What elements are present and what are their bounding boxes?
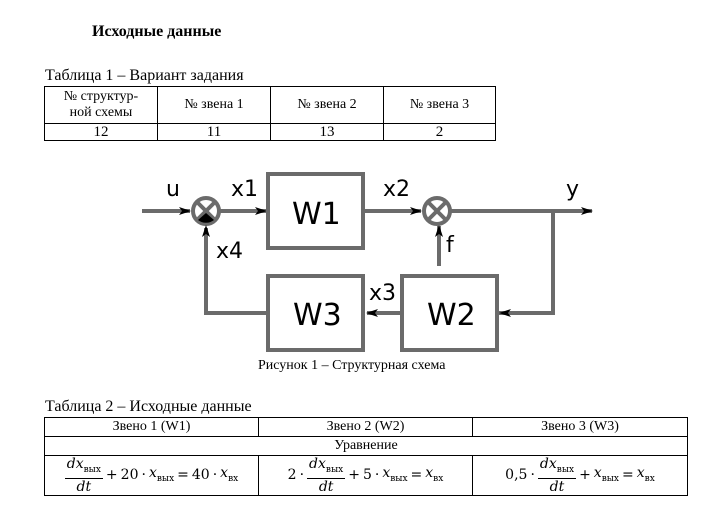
label-x1: x1: [231, 177, 258, 202]
table1-caption: Таблица 1 – Вариант задания: [45, 67, 244, 84]
header-link3: Звено 3 (W3): [472, 417, 688, 437]
block-w3-label: W3: [293, 298, 342, 333]
subheader-equation: Уравнение: [44, 436, 688, 456]
block-w1: [266, 172, 365, 250]
label-y: y: [566, 177, 579, 202]
table-header-row: Звено 1 (W1) Звено 2 (W2) Звено 3 (W3): [44, 417, 688, 437]
value-link1: 11: [157, 123, 271, 141]
table2-caption: Таблица 2 – Исходные данные: [45, 398, 252, 415]
summing-junction-1: [191, 196, 221, 226]
table-subheader-row: Уравнение: [44, 436, 688, 456]
label-u: u: [166, 177, 180, 202]
header-link1: № звена 1: [157, 86, 271, 124]
table-row: 12 11 13 2: [44, 123, 496, 141]
header-link3: № звена 3: [383, 86, 496, 124]
header-link1: Звено 1 (W1): [44, 417, 259, 437]
value-link2: 13: [270, 123, 384, 141]
header-line: ной схемы: [69, 105, 133, 120]
table-header-row: № структур- ной схемы № звена 1 № звена …: [44, 86, 496, 124]
label-x4: x4: [216, 239, 243, 264]
summing-junction-2: [422, 196, 452, 226]
header-link2: Звено 2 (W2): [258, 417, 473, 437]
block-diagram: W1 W2 W3 u x1 x2 y f x4 x3: [142, 172, 593, 352]
block-w2-label: W2: [427, 298, 476, 333]
value-link3: 2: [383, 123, 496, 141]
header-link2: № звена 2: [270, 86, 384, 124]
block-w1-label: W1: [292, 197, 341, 232]
label-x3: x3: [369, 281, 396, 306]
header-line: № структур-: [63, 89, 139, 104]
header-scheme-number: № структур- ной схемы: [44, 86, 158, 124]
x4-line: [204, 228, 268, 315]
page-heading: Исходные данные: [92, 23, 222, 40]
figure-caption: Рисунок 1 – Структурная схема: [258, 358, 446, 373]
value-scheme-number: 12: [44, 123, 158, 141]
label-x2: x2: [383, 177, 410, 202]
source-data-table: Звено 1 (W1) Звено 2 (W2) Звено 3 (W3) У…: [44, 417, 688, 496]
block-w3: [266, 274, 365, 352]
label-f: f: [446, 233, 455, 258]
variant-table: № структур- ной схемы № звена 1 № звена …: [44, 86, 496, 141]
feedback-line-y: [498, 211, 555, 315]
